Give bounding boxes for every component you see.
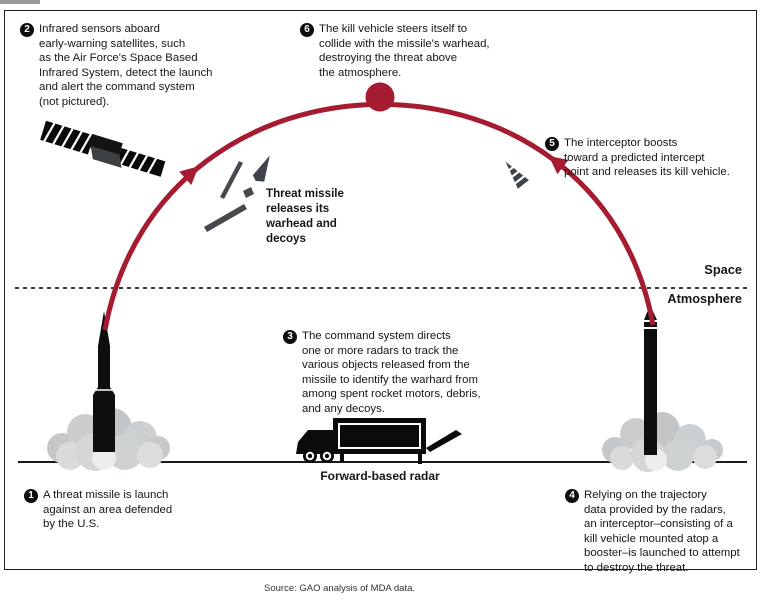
step-3-annotation: 3 The command system directs one or more… xyxy=(283,329,481,417)
radar-truck-icon xyxy=(296,418,462,464)
step-4-text: Relying on the trajectory data provided … xyxy=(584,489,740,574)
threat-missile-icon xyxy=(93,311,115,452)
trajectory-arrow-right xyxy=(548,155,569,175)
step-3-text: The command system directs one or more r… xyxy=(302,330,481,415)
diagram-frame xyxy=(4,10,757,570)
step-1-badge: 1 xyxy=(24,489,38,503)
step-6-text: The kill vehicle steers itself to collid… xyxy=(319,23,490,79)
step-5-annotation: 5 The interceptor boosts toward a predic… xyxy=(545,136,730,180)
atmosphere-label: Atmosphere xyxy=(667,291,742,306)
step-1-text: A threat missile is launch against an ar… xyxy=(43,489,173,531)
step-6-badge: 6 xyxy=(300,23,314,37)
trajectory-arrow-left xyxy=(179,166,199,186)
step-2-text: Infrared sensors aboard early-warning sa… xyxy=(39,23,213,108)
step-2-annotation: 2 Infrared sensors aboard early-warning … xyxy=(20,22,213,110)
source-note: Source: GAO analysis of MDA data. xyxy=(264,583,416,594)
intercept-point-icon xyxy=(365,82,395,112)
step-5-text: The interceptor boosts toward a predicte… xyxy=(564,137,730,179)
satellite-icon xyxy=(40,120,166,177)
interceptor-missile-icon xyxy=(644,305,657,455)
step-2-badge: 2 xyxy=(20,23,34,37)
step-5-badge: 5 xyxy=(545,137,559,151)
scan-artifact xyxy=(0,0,40,4)
step-4-annotation: 4 Relying on the trajectory data provide… xyxy=(565,488,740,576)
step-4-badge: 4 xyxy=(565,489,579,503)
interceptor-launch-smoke-icon xyxy=(602,412,723,472)
space-label: Space xyxy=(704,262,742,277)
threat-release-label: Threat missile releases its warhead and … xyxy=(266,187,344,245)
radar-caption: Forward-based radar xyxy=(320,469,440,483)
warhead-debris-icon xyxy=(204,155,270,232)
kill-vehicle-icon xyxy=(505,161,529,189)
step-6-annotation: 6 The kill vehicle steers itself to coll… xyxy=(300,22,490,80)
step-3-badge: 3 xyxy=(283,330,297,344)
step-1-annotation: 1 A threat missile is launch against an … xyxy=(24,488,172,532)
